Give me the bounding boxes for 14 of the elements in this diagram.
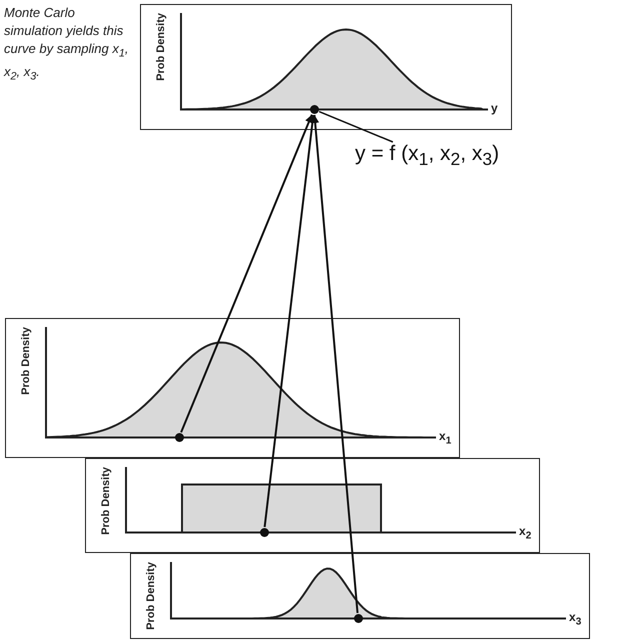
note-text: Monte Carlo simulation yields this curve by sampling x$_{1}$, x$_{2}$, x$_{3}$. bbox=[4, 4, 130, 84]
arrow bbox=[311, 114, 359, 614]
arrow bbox=[180, 114, 313, 433]
arrow bbox=[264, 114, 316, 528]
axis-title: Prob Density bbox=[100, 467, 112, 535]
leader-line bbox=[318, 110, 394, 143]
axis-title: Prob Density bbox=[20, 327, 32, 395]
function-label: y = f (x$_{1}$, x$_{2}$, x$_{3}$) bbox=[355, 142, 500, 170]
axis-title: Prob Density bbox=[155, 13, 167, 81]
axis-label: x$_{1}$ bbox=[439, 428, 452, 446]
axis-title: Prob Density bbox=[145, 562, 157, 630]
axis-label: x$_{3}$ bbox=[569, 610, 582, 627]
axis-label: y bbox=[491, 100, 498, 114]
axis-label: x$_{2}$ bbox=[519, 524, 532, 541]
